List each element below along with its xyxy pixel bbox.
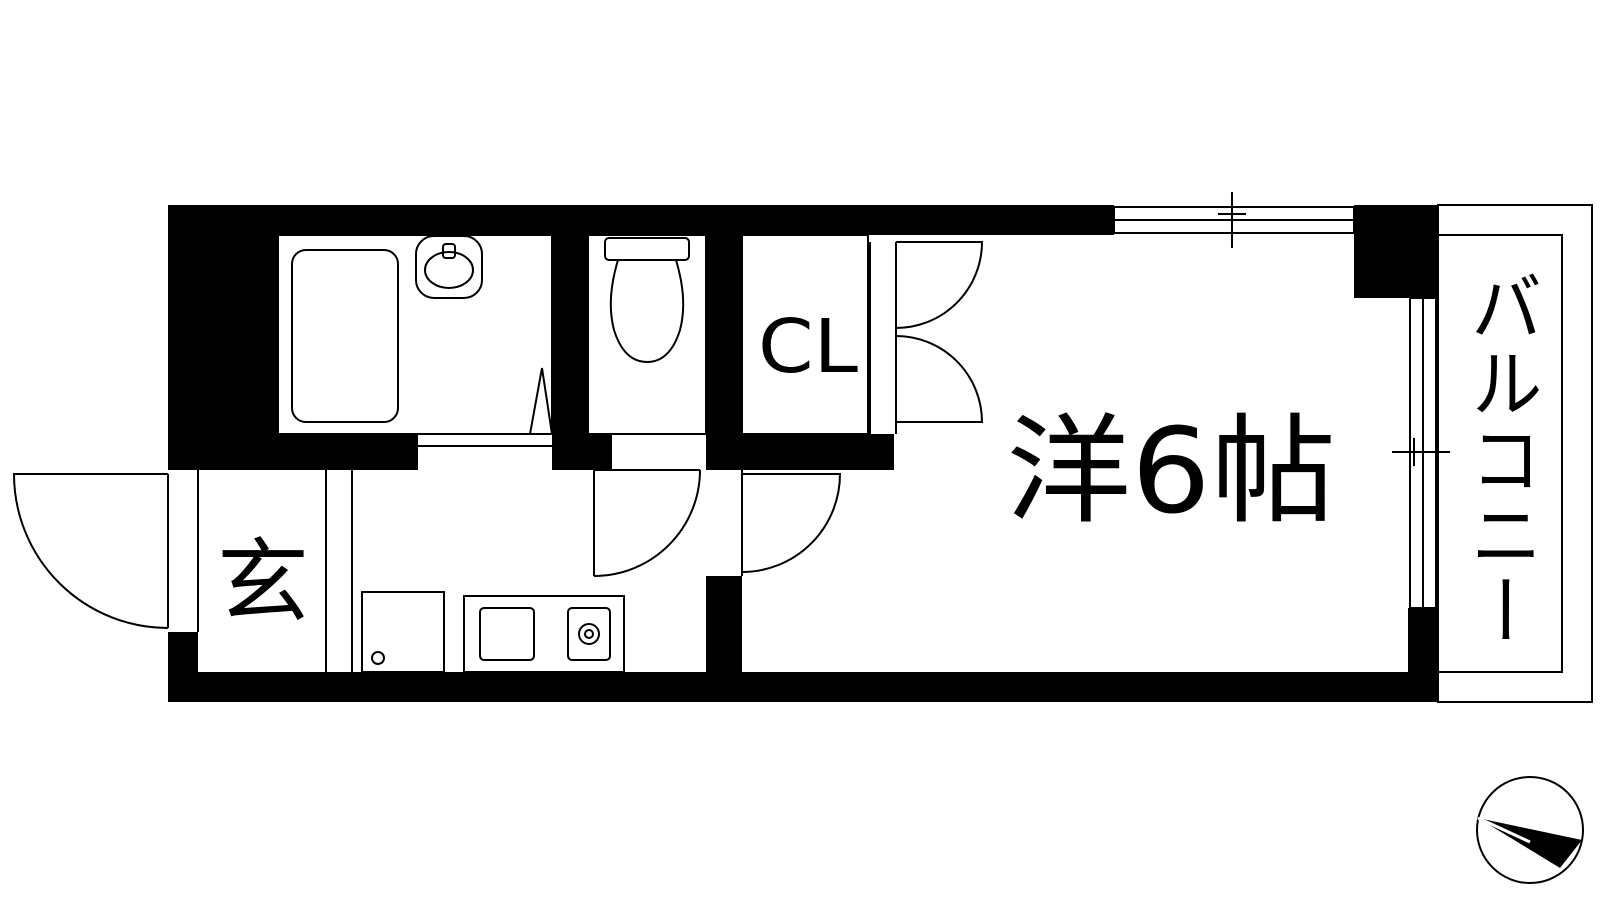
outer-wall-right-lower bbox=[1408, 608, 1438, 702]
walls bbox=[168, 205, 1438, 702]
wall-kitchen-room-lower bbox=[706, 576, 742, 702]
closet-door-lower bbox=[895, 335, 984, 423]
room-door-swing bbox=[741, 473, 842, 573]
outer-wall-bottom bbox=[168, 672, 1438, 702]
doors bbox=[12, 241, 984, 629]
balcony bbox=[1437, 204, 1593, 703]
entrance-label: 玄 bbox=[217, 529, 309, 636]
fixtures bbox=[291, 235, 690, 673]
closet-outline bbox=[741, 234, 869, 435]
toilet-bowl bbox=[609, 259, 685, 364]
closet-label: CL bbox=[758, 304, 858, 390]
compass bbox=[1476, 776, 1584, 884]
bathroom-outline bbox=[277, 234, 553, 435]
wall-toilet-closet bbox=[706, 235, 742, 470]
compass-circle bbox=[1476, 776, 1584, 884]
washbasin-tap bbox=[442, 243, 456, 259]
toilet-door-swing bbox=[593, 469, 701, 577]
balcony-label: バルコニー bbox=[1458, 268, 1542, 648]
wall-bath-bottom bbox=[278, 434, 418, 470]
gas-burner bbox=[578, 623, 600, 645]
wall-closet-bottom bbox=[706, 434, 894, 470]
wall-bath-toilet bbox=[552, 235, 588, 470]
outer-wall-top-left bbox=[168, 205, 1114, 235]
wall-toilet-bottom bbox=[588, 434, 612, 470]
toilet-outline bbox=[587, 234, 707, 435]
kitchen-sink bbox=[479, 607, 535, 661]
front-door-swing bbox=[12, 473, 169, 629]
gas-burner-center bbox=[584, 629, 594, 639]
windows bbox=[1113, 192, 1450, 609]
balcony-inner bbox=[1437, 234, 1563, 673]
washbasin bbox=[415, 235, 483, 299]
refrigerator-space bbox=[361, 591, 445, 673]
toilet-tank bbox=[604, 237, 690, 261]
outer-wall-left-upper bbox=[168, 205, 278, 470]
washbasin-bowl bbox=[424, 251, 474, 289]
bath-door-fold bbox=[529, 367, 553, 435]
kitchen-counter bbox=[463, 595, 625, 673]
gas-stove bbox=[567, 607, 611, 661]
compass-arrow-tail bbox=[1477, 816, 1531, 844]
balcony-corner-pillar bbox=[1354, 205, 1438, 298]
western-room-label: 洋6帖 bbox=[1006, 402, 1336, 540]
closet-door-upper bbox=[895, 241, 984, 329]
refrigerator-mark bbox=[371, 651, 385, 665]
bathtub bbox=[291, 249, 399, 423]
room-outlines bbox=[197, 234, 869, 672]
